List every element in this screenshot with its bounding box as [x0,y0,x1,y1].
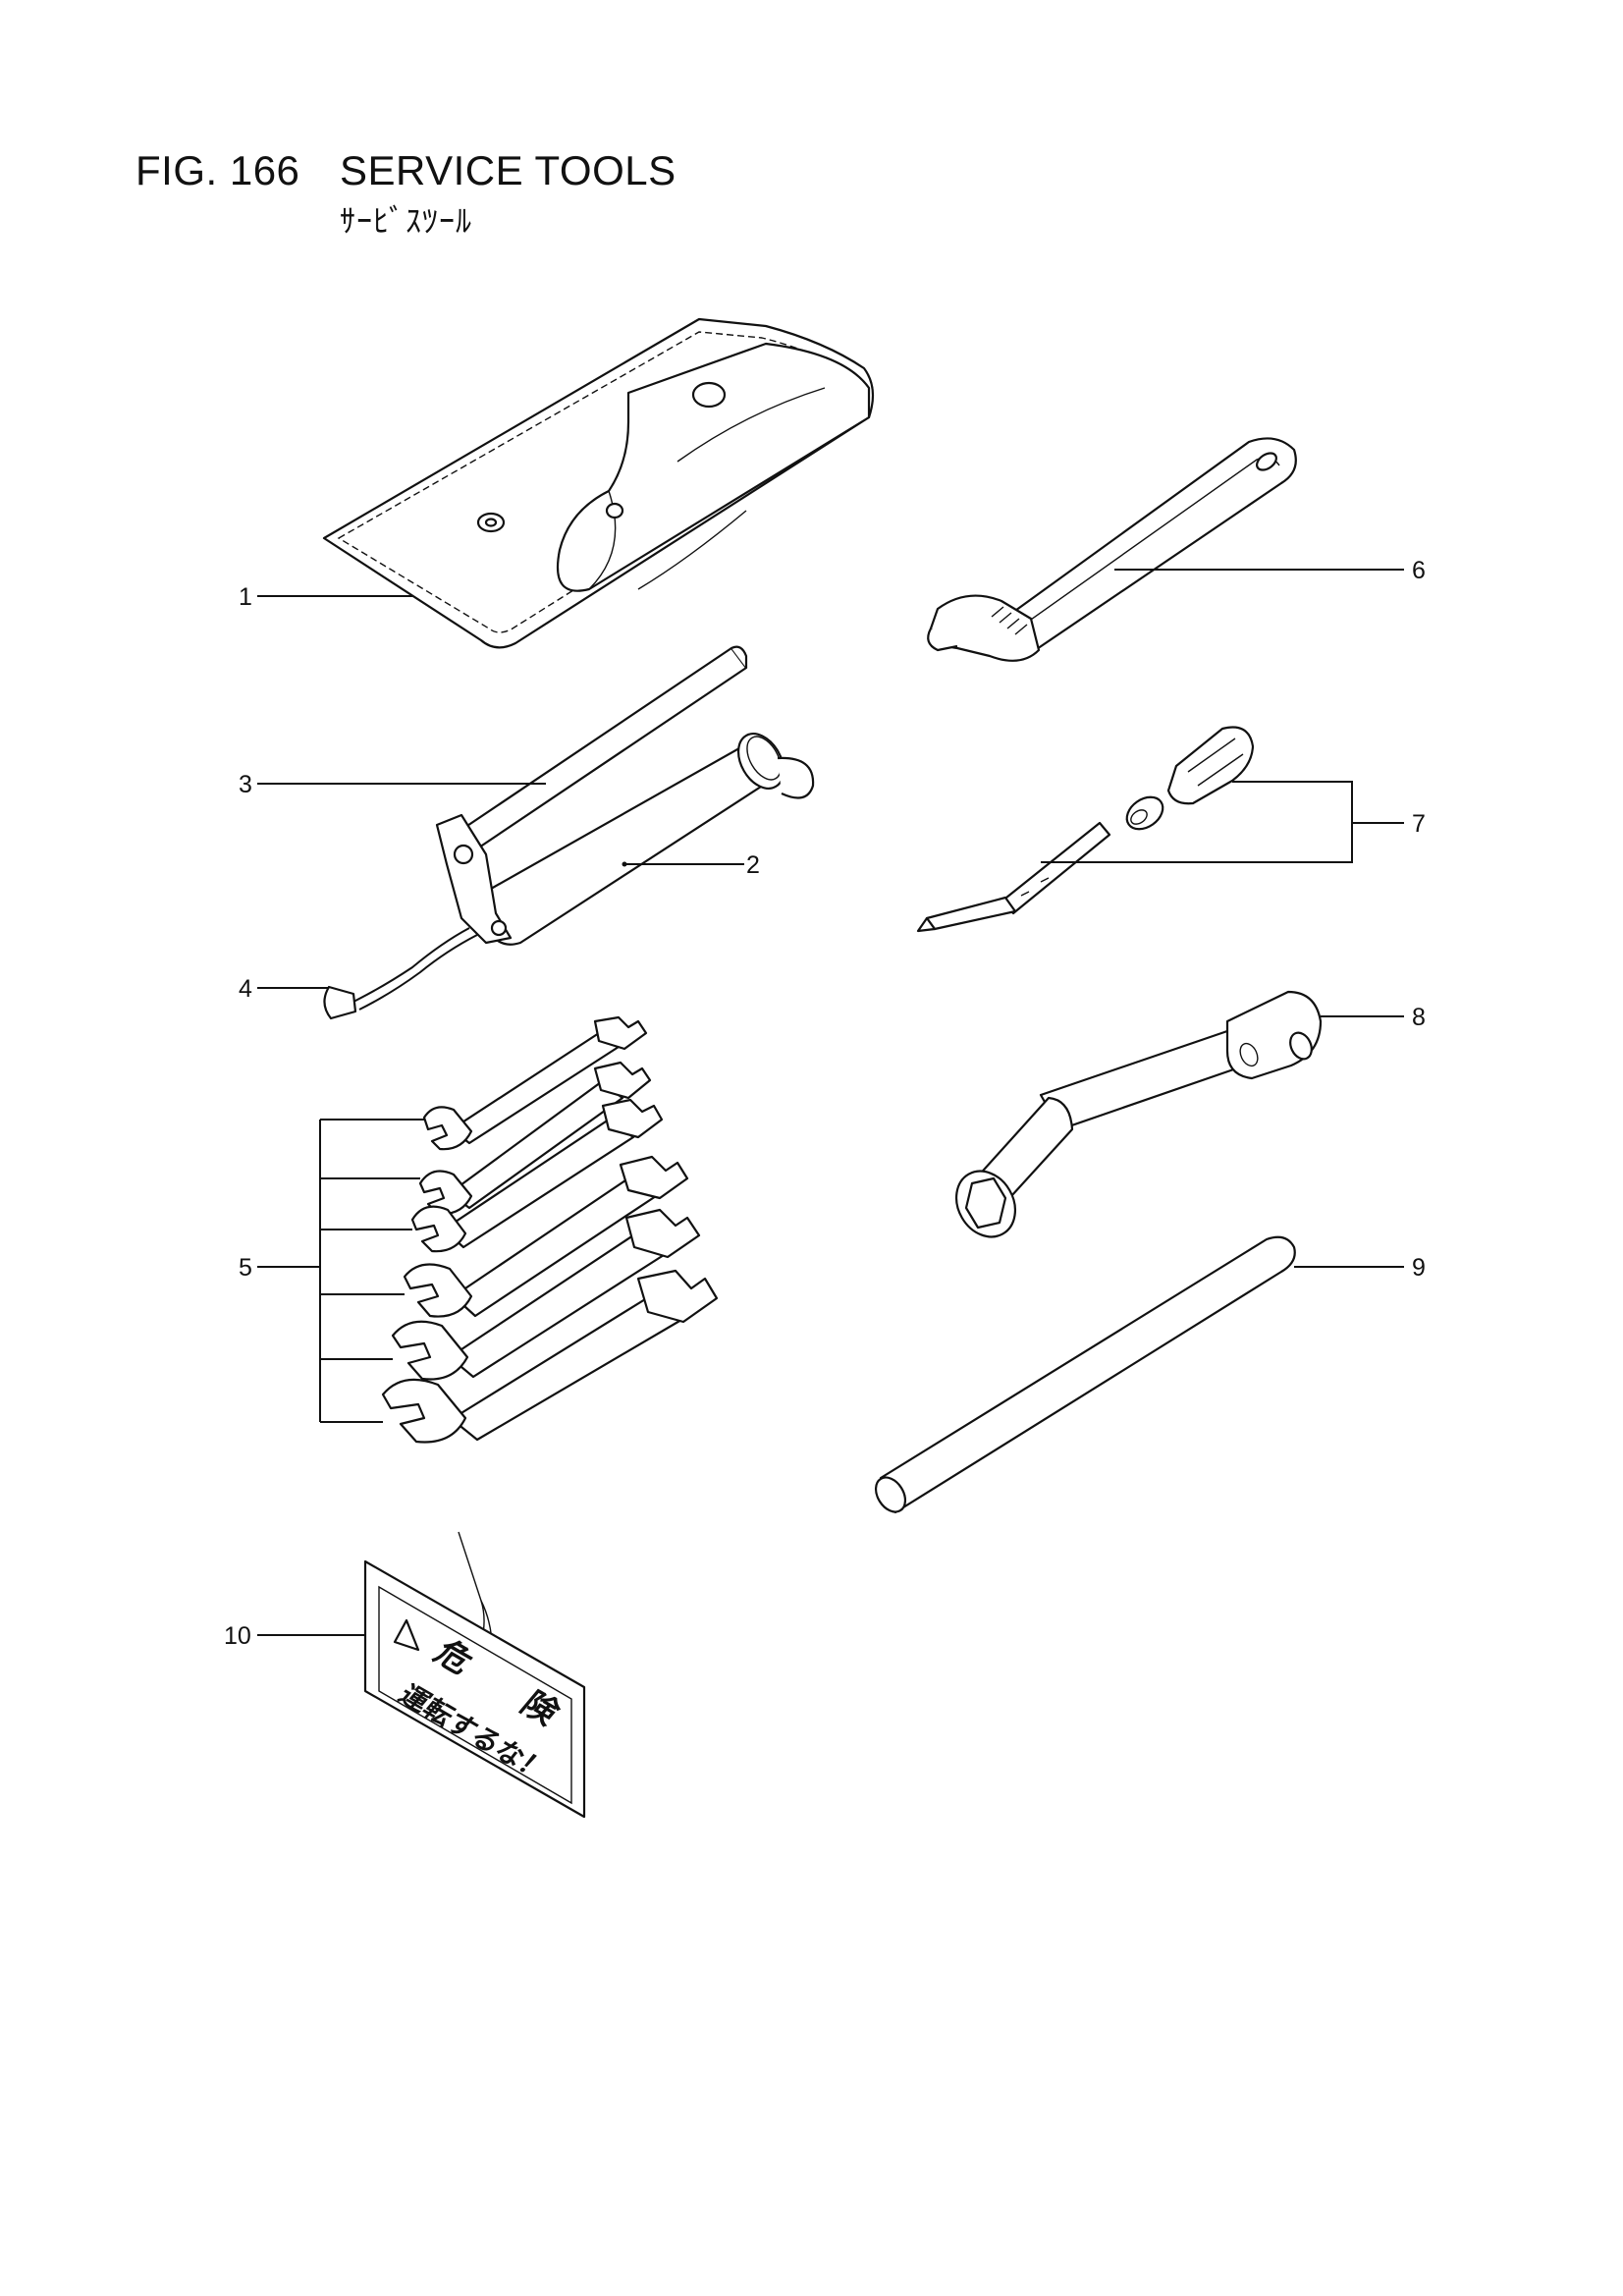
screwdriver-collar [1125,795,1164,831]
figure-header: FIG. 166 SERVICE TOOLS ｻｰﾋﾞｽﾂｰﾙ [135,147,676,242]
grease-hose [352,927,470,1003]
leader-7 [1041,781,1404,863]
spanner-4 [403,1155,689,1318]
callout-7: 7 [1412,810,1426,838]
spanner-2 [418,1061,652,1216]
spanner-1 [422,1015,648,1151]
callout-6: 6 [1412,557,1426,584]
spanner-6 [381,1269,719,1444]
figure-title: SERVICE TOOLS [340,147,676,193]
callout-8: 8 [1412,1004,1426,1031]
callout-labels: 1 2 3 4 5 6 7 8 9 10 [224,557,1426,1650]
box-wrench [954,990,1323,1238]
screwdriver-bit [1000,821,1111,915]
callout-9: 9 [1412,1254,1426,1282]
grease-gun-barrel [484,742,780,946]
callout-3: 3 [239,771,252,798]
adjustable-wrench [927,437,1297,662]
grease-gun-handle [445,646,748,861]
spanner-set [381,1015,719,1444]
leader-lines [257,569,1404,1636]
spanner-3 [410,1098,664,1253]
callout-5: 5 [239,1254,252,1282]
grease-nozzle [323,985,357,1020]
bag-snap-button-top [691,381,727,409]
figure-title-line: FIG. 166 SERVICE TOOLS [135,147,676,194]
spanner-5 [391,1208,701,1381]
figure-number: FIG. 166 [135,147,300,193]
grease-gun [323,645,815,1020]
callout-1: 1 [239,583,252,611]
box-wrench-shaft [1039,1029,1247,1131]
warning-tag-card [363,1559,586,1819]
screwdriver [916,726,1255,933]
callout-2: 2 [746,851,760,879]
figure-subtitle: ｻｰﾋﾞｽﾂｰﾙ [340,203,473,239]
adjustable-wrench-handle [1000,437,1297,655]
tool-bag [322,317,875,649]
box-wrench-head [1225,990,1323,1080]
grease-gun-head [435,813,513,945]
callout-4: 4 [239,975,252,1003]
leader-5 [257,1119,424,1423]
screwdriver-handle [1166,726,1255,805]
warning-tag: 危 険 運転するな！ [363,1531,586,1819]
tommy-bar [874,1235,1296,1514]
callout-10: 10 [224,1622,251,1650]
